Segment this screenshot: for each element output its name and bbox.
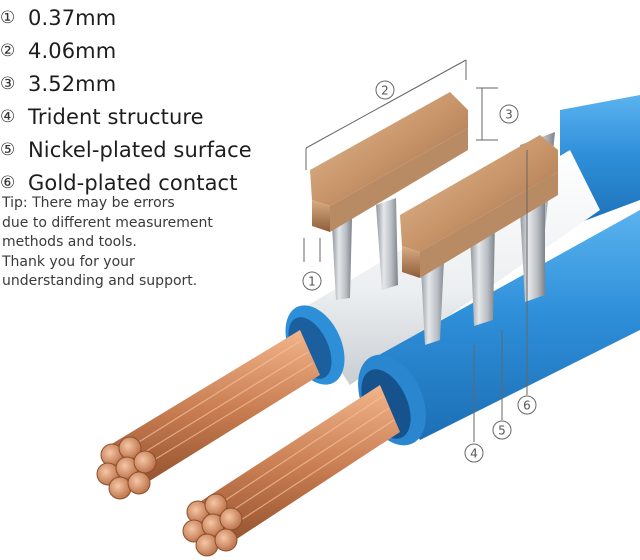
callout-number: 3 xyxy=(505,108,513,122)
callout-number: 5 xyxy=(498,424,506,438)
spec-list: ① 0.37mm ② 4.06mm ③ 3.52mm ④ Trident str… xyxy=(0,2,252,200)
callout-circle xyxy=(302,271,322,291)
spec-number-1: ① xyxy=(0,8,16,28)
tip-line: Thank you for your xyxy=(2,253,135,270)
strand-end xyxy=(214,528,238,552)
front-contact-leg xyxy=(520,200,545,302)
strand-line xyxy=(206,407,390,528)
tip-line: methods and tools. xyxy=(2,234,137,250)
callout-number: 6 xyxy=(523,399,531,413)
front-wire xyxy=(182,135,640,557)
spec-label-5: Nickel-plated surface xyxy=(28,138,252,162)
spec-label-1: 0.37mm xyxy=(28,6,117,30)
back-contact-leg xyxy=(376,198,398,290)
strand-end xyxy=(133,450,157,474)
callout-number: 1 xyxy=(308,275,316,289)
callout-2: 2 xyxy=(375,80,395,100)
strand-line xyxy=(121,351,309,467)
strand-line xyxy=(117,339,303,456)
spec-number-3: ③ xyxy=(0,74,16,94)
back-gold-face xyxy=(312,200,330,232)
callout-1: 1 xyxy=(302,271,322,291)
callout-4: 4 xyxy=(464,443,484,463)
callout-circle xyxy=(499,104,519,124)
spec-item-height: ③ 3.52mm xyxy=(0,68,252,101)
callout-number: 4 xyxy=(470,447,478,461)
tip-line: Tip: There may be errors xyxy=(2,195,175,211)
callout-circle xyxy=(492,420,512,440)
spec-label-6: Gold-plated contact xyxy=(28,171,238,195)
callout-6: 6 xyxy=(517,395,537,415)
tip-line: due to different measurement xyxy=(2,214,213,231)
back-strand-lines xyxy=(117,339,314,478)
front-contact-leg xyxy=(470,222,495,326)
front-gold-side xyxy=(420,172,558,278)
back-gold-top xyxy=(310,92,468,206)
spec-label-2: 4.06mm xyxy=(28,39,117,63)
callout-5: 5 xyxy=(492,420,512,440)
dimension-lines xyxy=(303,59,528,442)
callout-number: 2 xyxy=(381,84,389,98)
spec-item-gold: ⑥ Gold-plated contact xyxy=(0,167,252,200)
strand-end xyxy=(195,533,219,557)
callout-3: 3 xyxy=(499,104,519,124)
callout-markers: 1 2 3 4 5 6 xyxy=(302,80,537,463)
front-blue-insulation xyxy=(370,210,640,440)
tip-line: understanding and support. xyxy=(2,273,198,289)
spec-item-nickel: ⑤ Nickel-plated surface xyxy=(0,134,252,167)
strand-line xyxy=(202,395,384,516)
spec-number-2: ② xyxy=(0,41,16,61)
back-strand-ends xyxy=(96,436,157,500)
front-strand-ends xyxy=(182,493,243,557)
back-copper-strands xyxy=(110,330,320,490)
spec-item-trident: ④ Trident structure xyxy=(0,101,252,134)
strand-end xyxy=(219,507,243,531)
front-gold-top xyxy=(400,135,558,252)
tip-note: Tip: There may be errors due to differen… xyxy=(2,194,232,292)
spec-number-6: ⑥ xyxy=(0,173,16,193)
spec-number-4: ④ xyxy=(0,107,16,127)
spec-item-width: ② 4.06mm xyxy=(0,35,252,68)
strand-end xyxy=(108,476,132,500)
strand-end xyxy=(127,471,151,495)
callout-circle xyxy=(464,443,484,463)
spec-label-3: 3.52mm xyxy=(28,72,117,96)
spec-label-4: Trident structure xyxy=(28,105,204,129)
dim-width-line xyxy=(305,59,467,149)
spec-item-thickness: ① 0.37mm xyxy=(0,2,252,35)
front-gold-face xyxy=(402,246,420,278)
back-gold-side xyxy=(330,128,468,232)
back-contact-leg xyxy=(332,218,352,300)
callout-circle xyxy=(375,80,395,100)
callout-circle xyxy=(517,395,537,415)
spec-number-5: ⑤ xyxy=(0,140,16,160)
strand-line xyxy=(125,362,314,478)
